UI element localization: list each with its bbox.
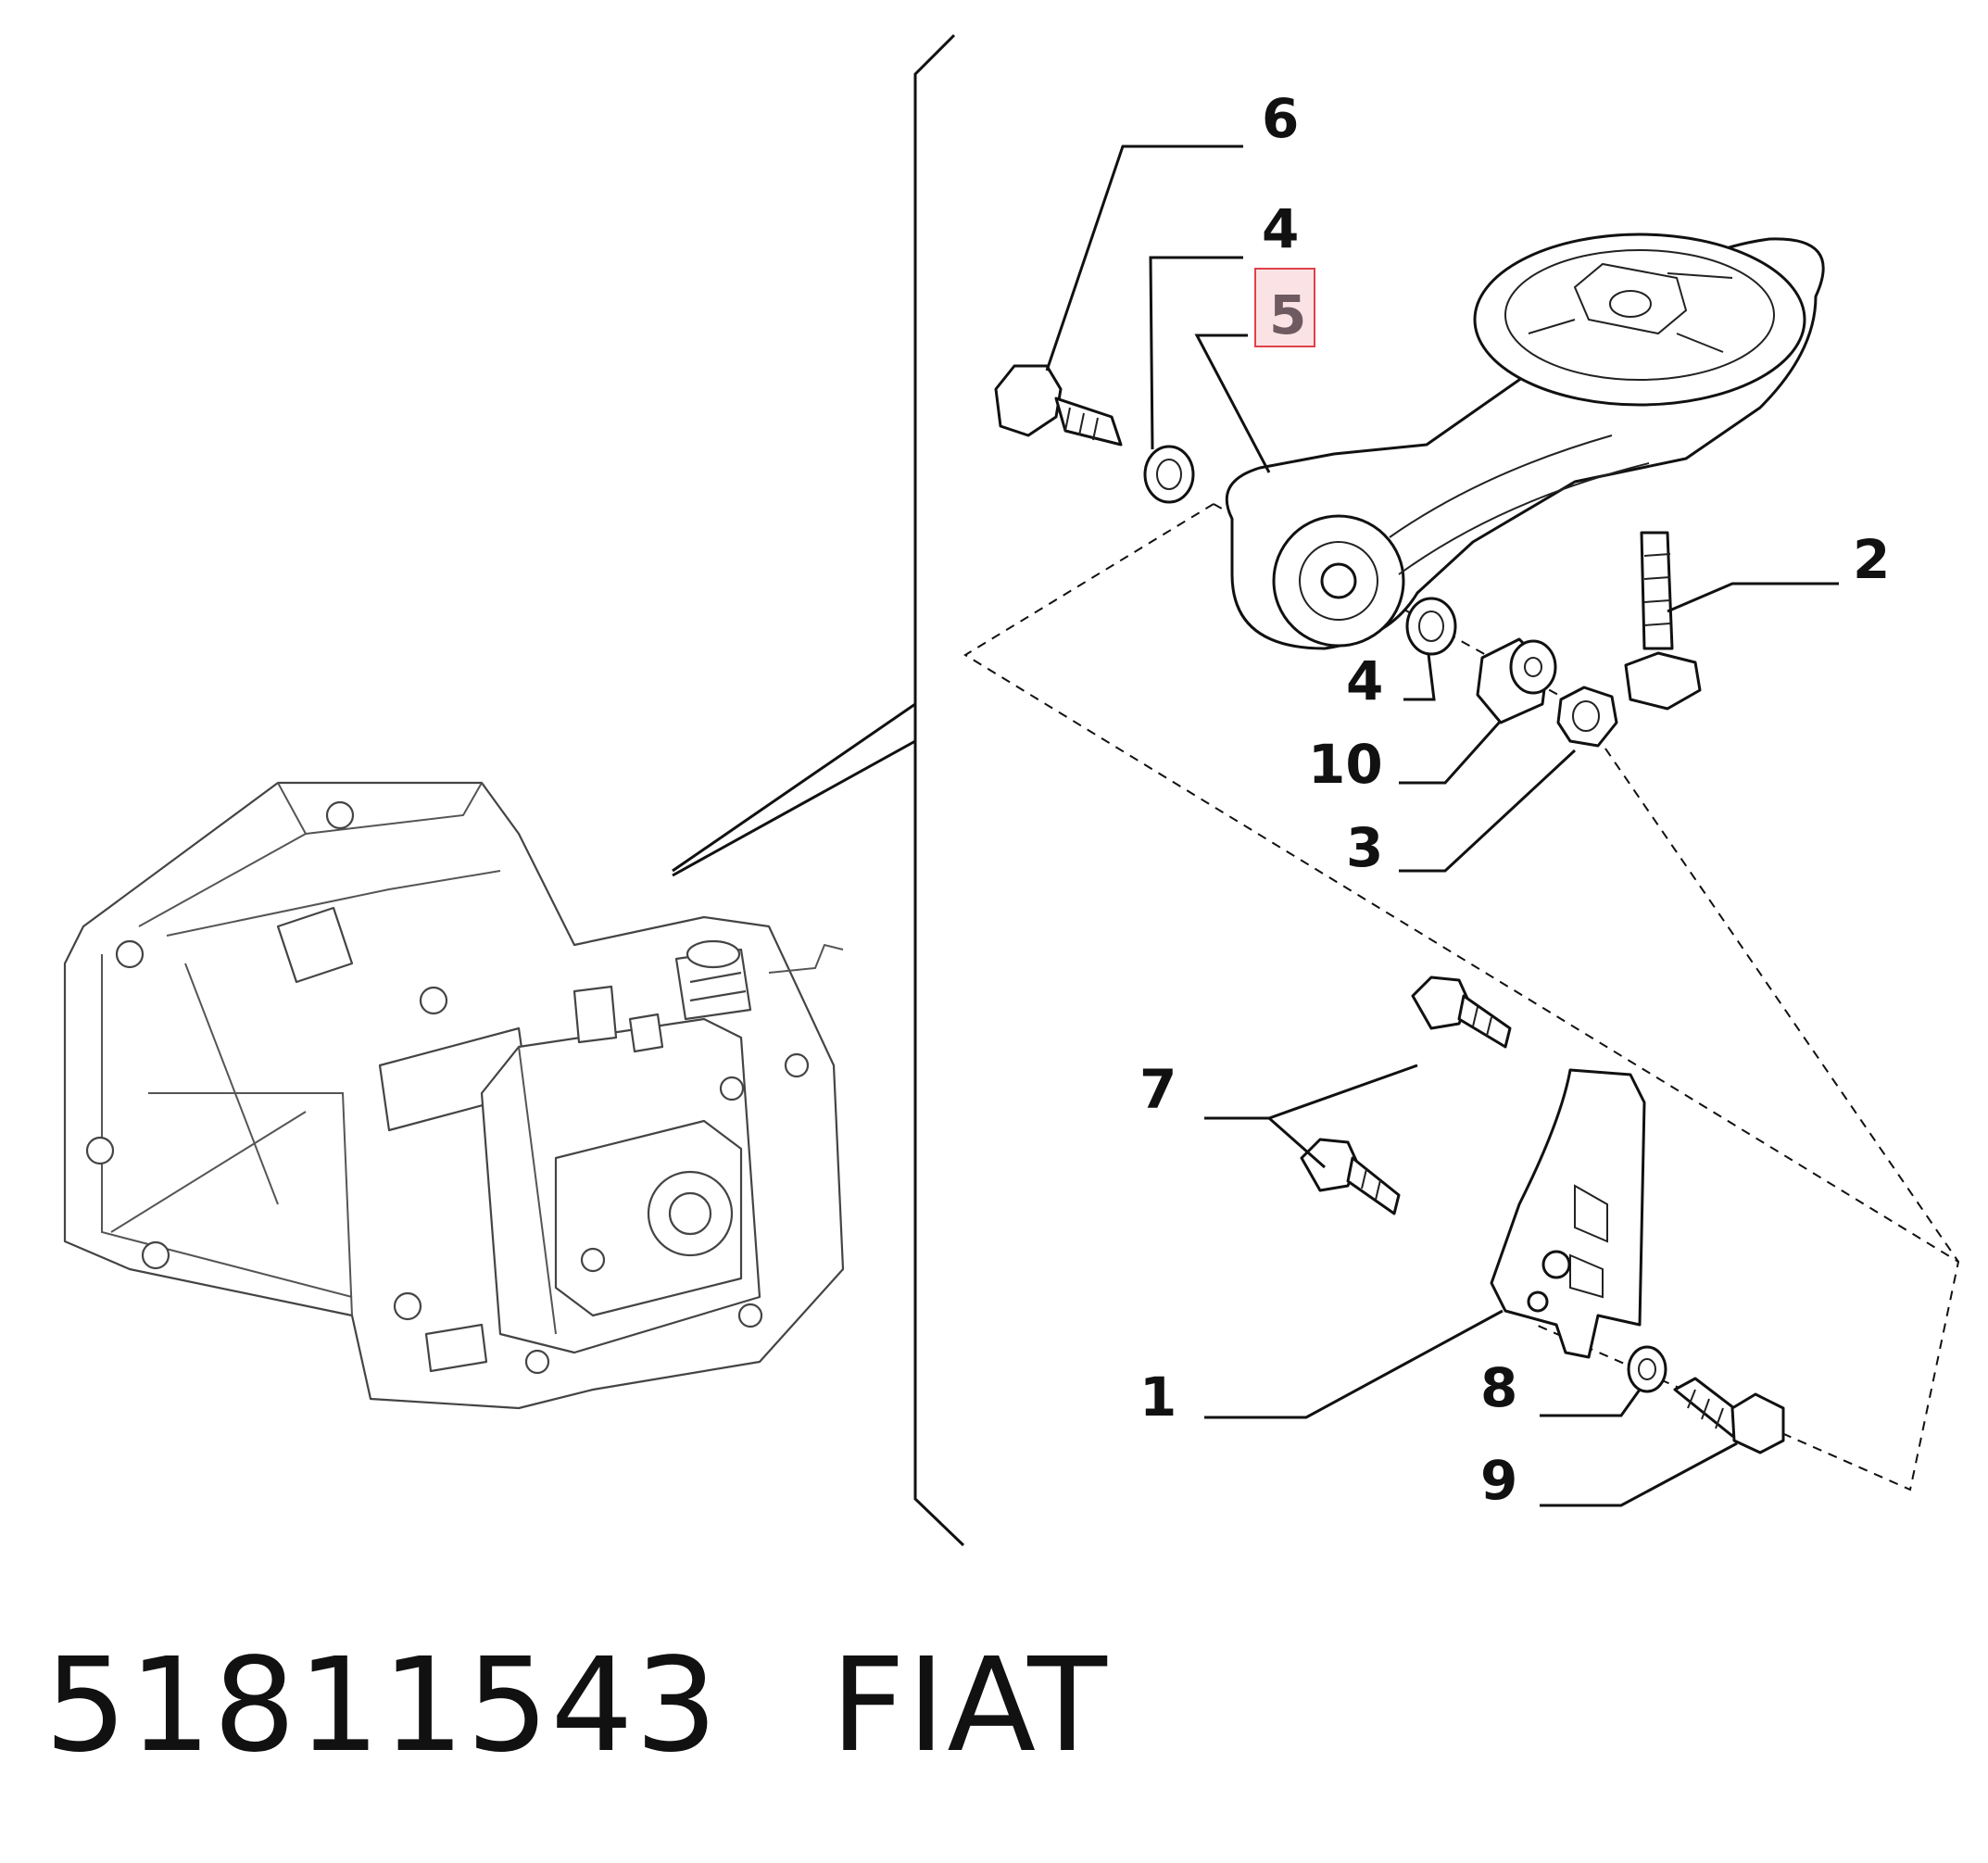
bolt-2 [1624,531,1702,711]
gearbox-illustration [63,781,845,1410]
callout-1: 1 [1139,1366,1176,1429]
brand-name: FIAT [830,1630,1109,1781]
bolt-6 [994,364,1123,447]
part-number: 51811543 [44,1630,720,1781]
callout-5-highlight [1254,268,1315,347]
washer-4-upper [1143,445,1195,504]
callout-8: 8 [1480,1356,1517,1419]
view-separator [672,33,965,1547]
washer-8 [1627,1345,1667,1393]
callout-9: 9 [1480,1449,1517,1512]
callout-4-lower: 4 [1346,649,1383,712]
bracket-1 [1490,1068,1646,1359]
leader-lines [1045,145,1839,1507]
bolt-9 [1673,1377,1785,1454]
callout-2: 2 [1853,528,1890,591]
callout-6: 6 [1262,87,1299,150]
engine-mount [1225,233,1825,650]
part-caption: 51811543 FIAT [44,1630,1109,1781]
callout-4-upper: 4 [1262,197,1299,260]
washer-4-lower [1405,597,1457,656]
callout-3: 3 [1346,816,1383,879]
callout-7: 7 [1139,1058,1176,1121]
callout-5: 5 [1269,283,1306,346]
spacer-10 [1476,637,1557,724]
bolt-7-lower [1300,1138,1401,1215]
bolt-7-upper [1411,976,1512,1049]
nut-3 [1556,686,1618,748]
callout-10: 10 [1308,733,1383,796]
